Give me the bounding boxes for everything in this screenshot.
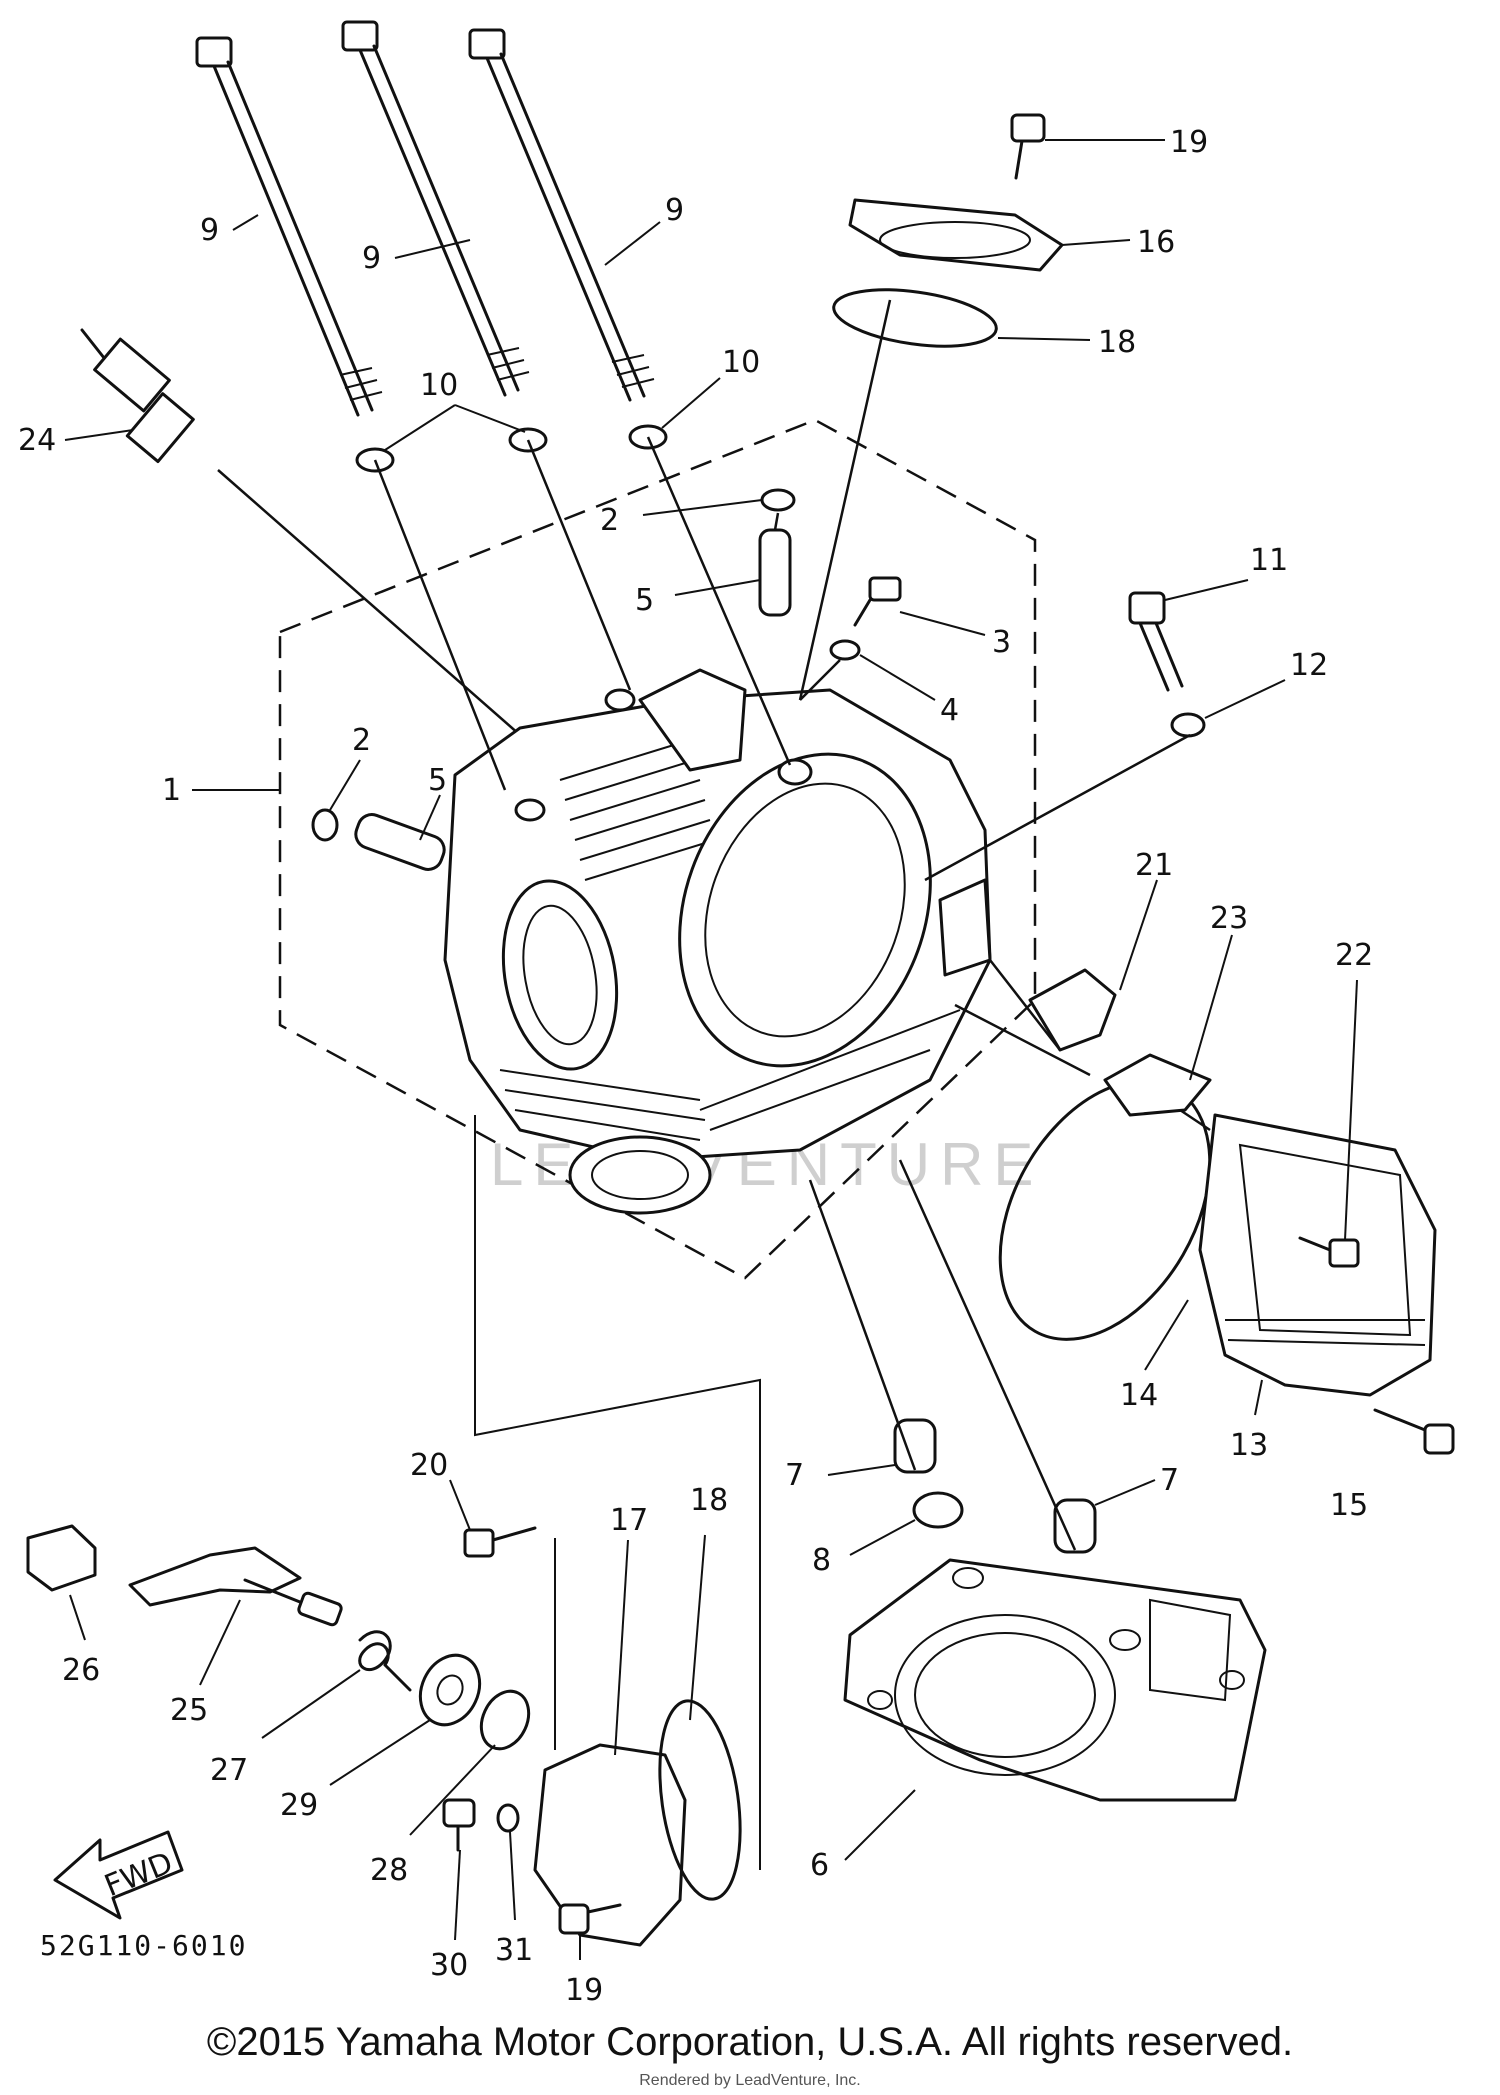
cap-16-inner xyxy=(879,221,1031,259)
oring-2-left xyxy=(311,808,339,842)
callout-9-left: 9 xyxy=(200,213,219,248)
callout-18-lower: 18 xyxy=(690,1483,728,1518)
oring-18-lower xyxy=(658,1699,742,1901)
bolt-22 xyxy=(1298,1236,1360,1268)
bearing-28 xyxy=(479,1689,531,1751)
callout-14: 14 xyxy=(1120,1378,1158,1413)
callout-25: 25 xyxy=(170,1693,208,1728)
callout-24: 24 xyxy=(18,423,56,458)
bolt-3 xyxy=(853,576,902,627)
callout-8: 8 xyxy=(812,1543,831,1578)
spark-plug-24 xyxy=(80,328,521,736)
callout-4: 4 xyxy=(940,693,959,728)
valve-guide-5-left xyxy=(354,813,446,871)
bolt-20 xyxy=(463,1526,537,1558)
leader-lines xyxy=(373,299,1211,1551)
bolt-15 xyxy=(1373,1408,1455,1455)
callout-20: 20 xyxy=(410,1448,448,1483)
callout-7-right: 7 xyxy=(1160,1463,1179,1498)
callout-12: 12 xyxy=(1290,648,1328,683)
callout-9-mid: 9 xyxy=(362,241,381,276)
bolt-30 xyxy=(442,1798,476,1852)
valve-guide-5-top xyxy=(758,528,792,617)
callout-2-left: 2 xyxy=(352,723,371,758)
block-26 xyxy=(26,1524,97,1592)
callout-1: 1 xyxy=(162,773,181,808)
callout-19-top: 19 xyxy=(1170,125,1208,160)
callout-31: 31 xyxy=(495,1933,533,1968)
callout-15: 15 xyxy=(1330,1488,1368,1523)
callout-2-top: 2 xyxy=(600,503,619,538)
washer-12 xyxy=(1170,712,1206,738)
copyright-notice: ©2015 Yamaha Motor Corporation, U.S.A. A… xyxy=(206,2020,1294,2064)
tappet-cover-13 xyxy=(1198,1113,1437,1397)
washer-8 xyxy=(912,1491,964,1529)
callout-7-left: 7 xyxy=(785,1458,804,1493)
callout-9-right: 9 xyxy=(665,193,684,228)
callout-30: 30 xyxy=(430,1948,468,1983)
callout-29: 29 xyxy=(280,1788,318,1823)
callout-26: 26 xyxy=(62,1653,100,1688)
spring-27 xyxy=(358,1630,412,1692)
fwd-arrow-icon: FWD xyxy=(53,1830,184,1920)
callout-5-left: 5 xyxy=(428,763,447,798)
callout-18-top: 18 xyxy=(1098,325,1136,360)
washer-29 xyxy=(418,1653,482,1727)
diagram-code: 52G110-6010 xyxy=(40,1929,247,1962)
callout-10-right: 10 xyxy=(722,345,760,380)
dowel-7-right xyxy=(1053,1498,1097,1554)
callout-27: 27 xyxy=(210,1753,248,1788)
cylinder-head-1 xyxy=(443,668,992,1215)
oring-2-top xyxy=(760,488,796,512)
rendered-by-note: Rendered by LeadVenture, Inc. xyxy=(639,2072,861,2089)
callout-13: 13 xyxy=(1230,1428,1268,1463)
cover-17 xyxy=(533,1743,687,1947)
bracket-23 xyxy=(1103,1053,1212,1117)
bolt-9-right xyxy=(468,28,655,402)
callout-19-lower: 19 xyxy=(565,1973,603,2008)
bolt-19-lower xyxy=(558,1903,622,1935)
callout-28: 28 xyxy=(370,1853,408,1888)
callout-5-top: 5 xyxy=(635,583,654,618)
washer-4 xyxy=(829,639,861,661)
gasket-6 xyxy=(843,1558,1267,1802)
bolt-19-top xyxy=(1010,113,1046,180)
callout-23: 23 xyxy=(1210,901,1248,936)
reference-bracket xyxy=(474,1115,761,1870)
bolt-9-left xyxy=(195,36,383,417)
callouts: 9 9 9 24 10 10 19 16 18 2 5 3 4 11 12 1 … xyxy=(18,125,1373,2008)
callout-3: 3 xyxy=(992,625,1011,660)
callout-22: 22 xyxy=(1335,938,1373,973)
bolt-9-mid xyxy=(341,20,530,397)
assembly-boundary xyxy=(278,418,1037,1280)
part-21 xyxy=(1028,968,1117,1052)
bolt-11 xyxy=(1128,591,1184,692)
dowel-7-left xyxy=(893,1418,937,1474)
callout-6: 6 xyxy=(810,1848,829,1883)
callout-17: 17 xyxy=(610,1503,648,1538)
lever-25 xyxy=(128,1546,343,1627)
callout-21: 21 xyxy=(1135,848,1173,883)
callout-11: 11 xyxy=(1250,543,1288,578)
callout-10-left: 10 xyxy=(420,368,458,403)
oring-18-top xyxy=(832,288,998,348)
callout-16: 16 xyxy=(1137,225,1175,260)
washer-31 xyxy=(496,1803,520,1833)
